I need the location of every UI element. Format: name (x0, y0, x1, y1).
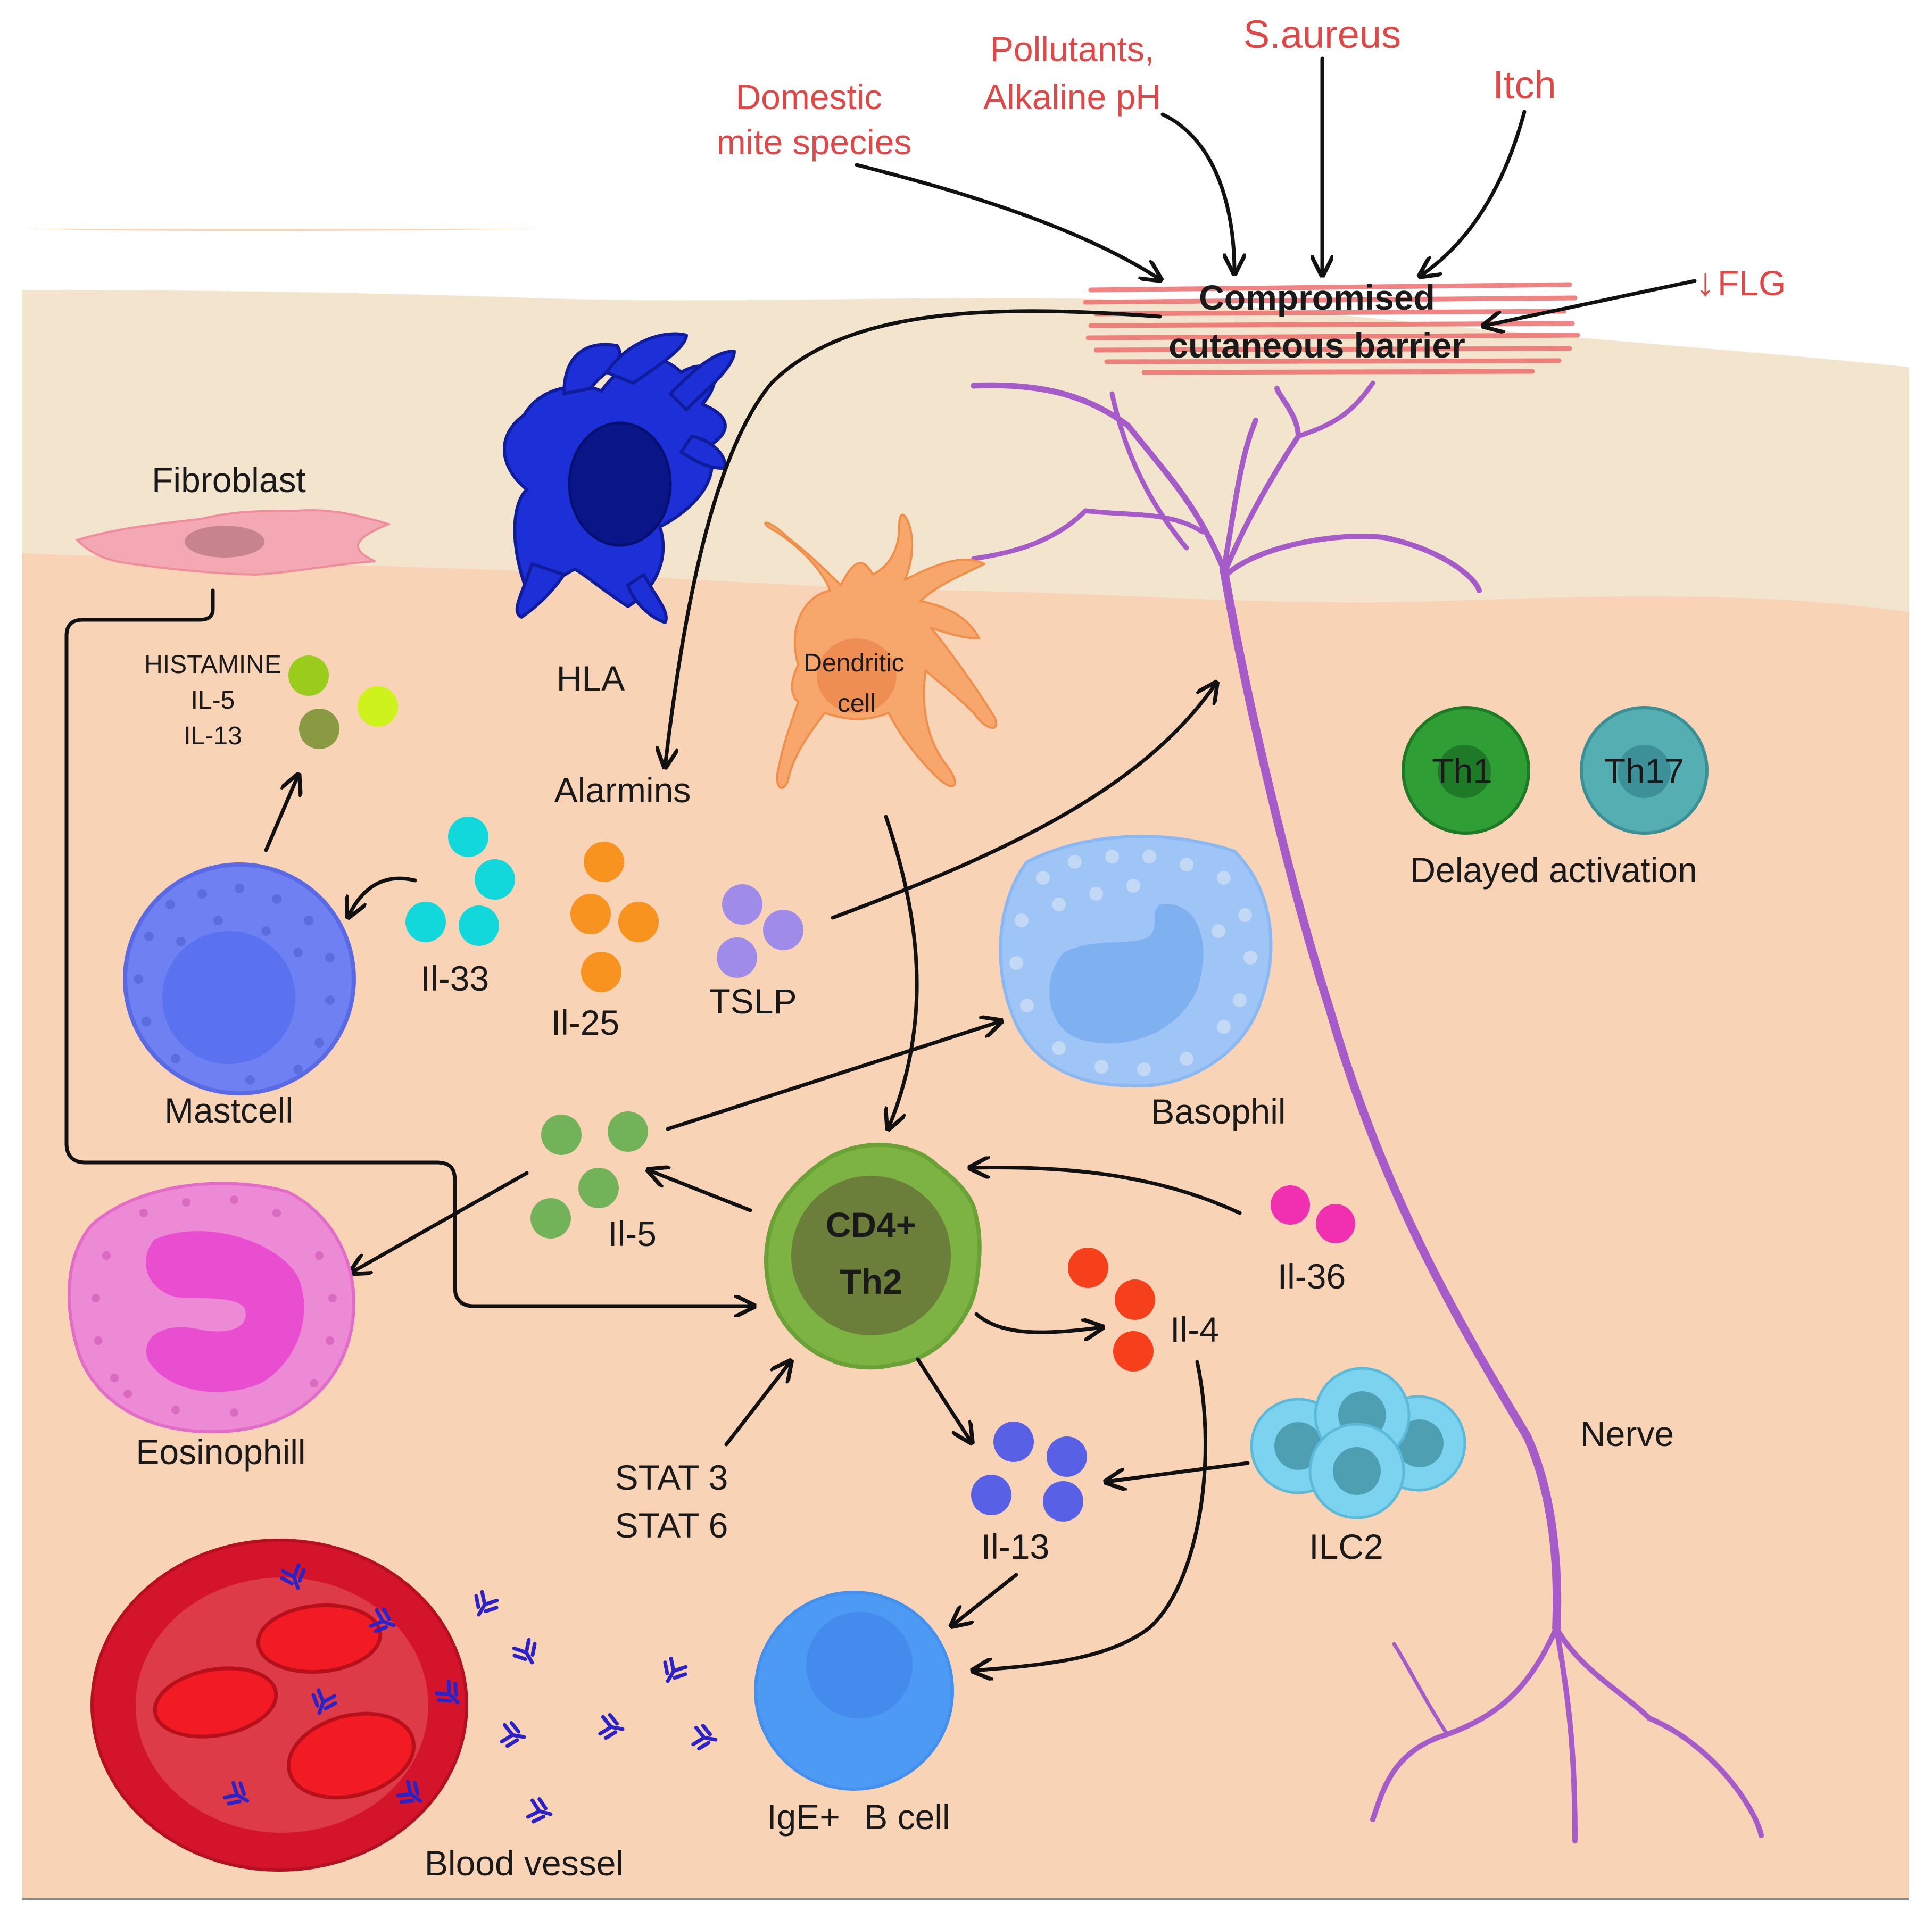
mast-to-release-arrow (264, 776, 298, 852)
blood-vessel (90, 1539, 468, 1872)
ilc2-to-il13-arrow (1107, 1461, 1250, 1482)
trigger-s-aureus: S.aureus (1243, 12, 1401, 56)
th17-label: Th17 (1604, 751, 1684, 791)
stat3-label: STAT 3 (615, 1458, 728, 1497)
hla-label: HLA (557, 659, 625, 698)
il25-cluster (570, 842, 659, 992)
dendritic-cell (764, 513, 997, 789)
nerve-fibre (971, 380, 1764, 1843)
hla-cell (503, 332, 736, 624)
il4-to-bcell-arrow (974, 1360, 1207, 1671)
th2-to-il4-arrow (974, 1312, 1101, 1332)
barrier-label-line2: cutaneous barrier (1168, 326, 1465, 365)
il36-to-th2-arrow (971, 1167, 1242, 1215)
dendritic-label-line1: Dendritic (803, 649, 904, 677)
trigger-pollutants-line1: Pollutants, (990, 29, 1154, 69)
antibody-icons (222, 1563, 718, 1824)
th17-cell (1580, 706, 1709, 835)
stat-to-th2-arrow (724, 1362, 790, 1447)
eosinophil-label: Eosinophill (136, 1432, 305, 1472)
trigger-itch: Itch (1492, 63, 1556, 107)
nerve-label: Nerve (1580, 1414, 1674, 1453)
il33-to-mast-arrow (349, 876, 417, 916)
fibroblast-to-th2-arrow (64, 588, 753, 1306)
fibroblast-cell (75, 509, 392, 576)
fibroblast-label: Fibroblast (152, 460, 306, 500)
il5-to-basophil-arrow (666, 1021, 1000, 1131)
stat6-label: STAT 6 (615, 1506, 728, 1545)
skin-surface-layer (22, 185, 1909, 367)
il13-cluster (971, 1422, 1087, 1522)
cd4-th2-cell (764, 1142, 982, 1370)
b-cell (754, 1591, 954, 1791)
mast-cell (123, 862, 356, 1095)
mastcell-label: Mastcell (164, 1091, 293, 1130)
b-cell-ige-label: IgE+ (767, 1797, 840, 1837)
mast-release-il13: IL-13 (184, 722, 242, 750)
il5-to-eosinophil-arrow (351, 1171, 529, 1273)
basophil-label: Basophil (1151, 1092, 1286, 1131)
il25-label: Il-25 (551, 1003, 619, 1042)
ilc2-label: ILC2 (1309, 1527, 1383, 1566)
il36-label: Il-36 (1278, 1257, 1346, 1296)
trigger-domestic-mite-line2: mite species (717, 122, 912, 162)
th1-cell (1402, 706, 1530, 835)
il36-cluster (1271, 1185, 1355, 1243)
th2-label-line2: Th2 (840, 1262, 902, 1301)
il33-cluster (405, 817, 515, 946)
il4-cluster (1068, 1248, 1155, 1372)
th1-label: Th1 (1432, 751, 1492, 791)
b-cell-label: B cell (864, 1797, 950, 1837)
il5-label: Il-5 (608, 1214, 657, 1253)
trigger-flg: FLG (1718, 263, 1786, 303)
trigger-domestic-mite-line1: Domestic (735, 77, 882, 117)
trigger-pollutants-line2: Alkaline pH (983, 77, 1161, 117)
trigger-arrows (855, 56, 1697, 326)
il33-label: Il-33 (421, 959, 489, 998)
flg-down-arrow: ↓ (1696, 260, 1715, 304)
dendritic-label-line2: cell (838, 689, 876, 718)
ilc2-cluster (1250, 1367, 1466, 1519)
tslp-label: TSLP (709, 982, 797, 1021)
dendritic-to-th2-arrow (886, 815, 919, 1128)
mast-release-il5: IL-5 (191, 686, 235, 714)
barrier-label-line1: Compromised (1199, 278, 1435, 317)
blood-vessel-label: Blood vessel (425, 1843, 624, 1883)
delayed-activation-label: Delayed activation (1410, 850, 1697, 890)
mast-release-granules (288, 655, 398, 749)
il13-label: Il-13 (981, 1527, 1049, 1566)
il4-label: Il-4 (1170, 1310, 1219, 1349)
tslp-cluster (717, 884, 803, 978)
il13-to-bcell-arrow (952, 1573, 1018, 1625)
mast-release-histamine: HISTAMINE (144, 651, 281, 679)
barrier-to-alarmins-arrow (665, 309, 1162, 766)
th2-label-line1: CD4+ (826, 1205, 917, 1244)
il5-cluster (530, 1111, 648, 1239)
alarmins-label: Alarmins (554, 770, 691, 810)
th2-to-il5-arrow (649, 1170, 752, 1212)
basophil-cell (999, 835, 1273, 1087)
th2-to-il13-arrow (916, 1357, 971, 1442)
eosinophil-cell (67, 1182, 355, 1434)
